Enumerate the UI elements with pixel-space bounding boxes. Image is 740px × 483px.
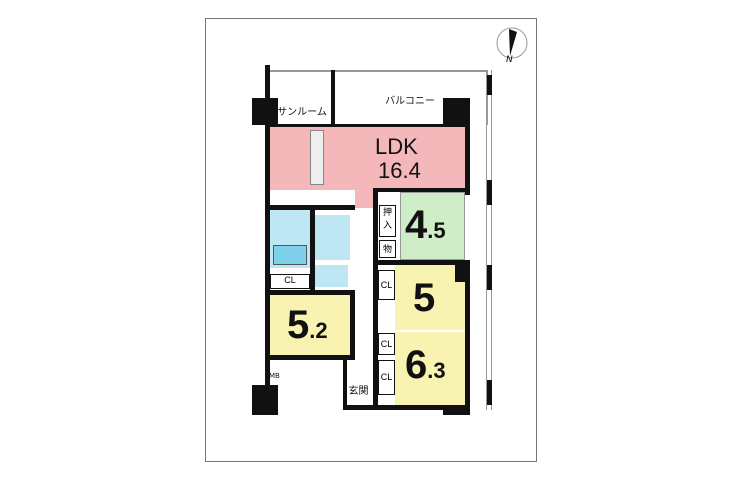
balcony-railing <box>268 70 488 125</box>
ldk-size: 16.4 <box>378 158 421 183</box>
wall <box>343 360 347 410</box>
mb-label: MB <box>269 372 280 380</box>
washroom <box>315 215 350 260</box>
pillar <box>443 98 470 125</box>
wall <box>373 188 465 192</box>
bedroom-6-3 <box>395 332 465 405</box>
wall <box>465 265 470 410</box>
wall <box>455 262 467 282</box>
wall <box>350 290 355 360</box>
balcony-label: バルコニー <box>385 96 435 107</box>
room-size: 6.3 <box>405 345 446 385</box>
room-size-main: 5 <box>287 303 310 347</box>
bedroom-5 <box>395 265 465 330</box>
room-size-main: 4 <box>405 203 428 247</box>
room-size-main: 6 <box>405 343 428 387</box>
room-size-dec: .5 <box>427 218 446 243</box>
wall <box>265 65 270 415</box>
toilet <box>315 265 348 287</box>
oshiire: 押入 <box>379 205 396 237</box>
closet: CL <box>378 270 395 300</box>
wall <box>310 210 315 290</box>
wall <box>487 75 492 95</box>
room-size: 4.5 <box>405 205 446 245</box>
sunroom-label: サンルーム <box>277 107 327 118</box>
wall <box>270 290 355 295</box>
wall <box>465 125 470 195</box>
compass-north-icon <box>496 27 528 59</box>
wall <box>373 260 470 265</box>
pillar <box>252 98 278 125</box>
room-size-dec: .3 <box>427 358 446 383</box>
floor-plan-frame <box>205 18 537 462</box>
compass: N <box>495 26 529 66</box>
closet: CL <box>270 274 310 289</box>
wall <box>270 355 355 360</box>
entrance-label: 玄関 <box>348 386 369 397</box>
bathtub <box>273 245 307 265</box>
wall <box>270 124 465 127</box>
ldk-room <box>270 126 465 190</box>
room-size: 5 <box>413 276 436 320</box>
ldk-room-ext <box>355 188 375 208</box>
japanese-room <box>400 192 465 260</box>
wall <box>343 405 448 410</box>
room-size: 5.2 <box>287 305 328 345</box>
wall <box>487 180 492 205</box>
wall <box>373 190 378 410</box>
ldk-label: LDK <box>375 134 418 159</box>
storage: 物 <box>379 240 396 258</box>
closet: CL <box>378 333 395 355</box>
wall <box>331 70 335 127</box>
wall <box>487 380 492 405</box>
bedroom-5-2 <box>270 295 350 355</box>
kitchen-counter <box>310 130 324 185</box>
closet: CL <box>378 360 395 395</box>
right-railing <box>486 70 492 410</box>
pillar <box>252 385 278 415</box>
wall <box>487 265 492 290</box>
room-size-dec: .2 <box>309 318 328 343</box>
wall <box>270 205 355 210</box>
compass-label: N <box>506 55 513 65</box>
